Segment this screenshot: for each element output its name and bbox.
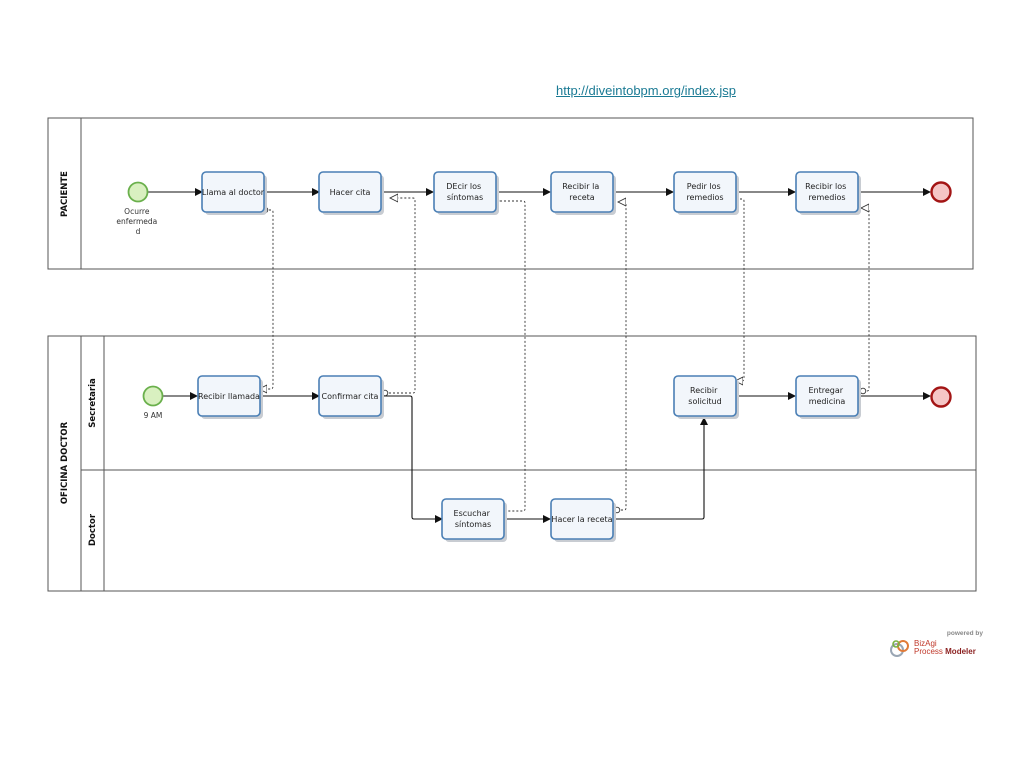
task-recibir-llamada[interactable]: Recibir llamada (197, 375, 263, 419)
logo-product-b: Modeler (945, 647, 976, 656)
task-recibir-receta-label: Recibir la receta (562, 182, 602, 202)
task-escuchar-sintomas-label: Escuchar síntomas (454, 509, 493, 529)
pool-label-oficina: OFICINA DOCTOR (60, 421, 70, 504)
task-recibir-remedios[interactable]: Recibir los remedios (795, 171, 861, 215)
task-recibir-solicitud[interactable]: Recibir solicitud (673, 375, 739, 419)
reference-link[interactable]: http://diveintobpm.org/index.jsp (556, 83, 736, 98)
pool-oficina-doctor: OFICINA DOCTOR Secretaria Doctor (47, 335, 977, 592)
task-pedir-remedios-label: Pedir los remedios (686, 182, 723, 202)
task-pedir-remedios[interactable]: Pedir los remedios (673, 171, 739, 215)
task-hacer-receta[interactable]: Hacer la receta (550, 498, 616, 542)
task-hacer-receta-label: Hacer la receta (551, 515, 612, 524)
logo-brand-text: BizAgi (914, 639, 937, 648)
task-llama-doctor-label: Llama al doctor (202, 188, 265, 197)
end-event-paciente (930, 181, 952, 203)
lane-label-doctor: Doctor (88, 513, 98, 546)
task-decir-sintomas-label: DEcir los síntomas (446, 182, 484, 202)
start-event-paciente-label: Ocurre enfermeda d (116, 207, 159, 236)
task-escuchar-sintomas[interactable]: Escuchar síntomas (441, 498, 507, 542)
message-flows (259, 198, 870, 511)
task-entregar-medicina[interactable]: Entregar medicina (795, 375, 861, 419)
pool-label-paciente: PACIENTE (60, 171, 70, 217)
sequence-flows (148, 188, 931, 523)
task-recibir-receta[interactable]: Recibir la receta (550, 171, 616, 215)
task-entregar-medicina-label: Entregar medicina (808, 386, 845, 406)
pool-paciente: PACIENTE (47, 117, 974, 270)
start-event-secretaria-label: 9 AM (144, 411, 163, 420)
end-event-secretaria (930, 386, 952, 408)
task-confirmar-cita[interactable]: Confirmar cita (318, 375, 384, 419)
start-event-secretaria (142, 385, 164, 407)
task-confirmar-cita-label: Confirmar cita (322, 392, 379, 401)
task-recibir-solicitud-label: Recibir solicitud (688, 386, 721, 406)
events: Ocurre enfermeda d 9 AM (116, 181, 952, 420)
start-event-paciente (127, 181, 149, 203)
task-recibir-remedios-label: Recibir los remedios (805, 182, 849, 202)
task-hacer-cita[interactable]: Hacer cita (318, 171, 384, 215)
bizagi-logo: powered by BizAgi Process Modeler (888, 630, 983, 660)
task-hacer-cita-label: Hacer cita (330, 188, 371, 197)
task-decir-sintomas[interactable]: DEcir los síntomas (433, 171, 499, 215)
task-recibir-llamada-label: Recibir llamada (198, 392, 260, 401)
logo-product-text: Process Modeler (914, 647, 976, 656)
bizagi-logo-icon (890, 640, 909, 657)
powered-by-text: powered by (946, 630, 983, 637)
logo-product-a: Process (914, 647, 943, 656)
task-llama-doctor[interactable]: Llama al doctor (201, 171, 267, 215)
lane-label-secretaria: Secretaria (88, 378, 98, 428)
